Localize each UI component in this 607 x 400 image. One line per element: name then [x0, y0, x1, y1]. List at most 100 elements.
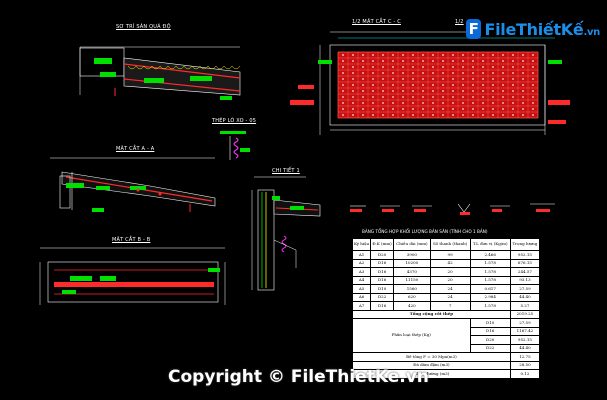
table-header-cell: Chiều dài (mm) — [393, 238, 431, 251]
table-cell: 244.57 — [509, 267, 541, 277]
grid-node — [532, 96, 534, 98]
grid-node — [352, 114, 354, 116]
grid-node — [432, 60, 434, 62]
table-extra-row: Bê tông F = 30 Mpa(m3)12.75 — [352, 352, 541, 362]
table-extra-label: Bê tông F = 30 Mpa(m3) — [352, 352, 511, 362]
grid-node — [532, 66, 534, 68]
grid-node — [422, 108, 424, 110]
table-cell: A6 — [351, 292, 372, 302]
grid-node — [362, 102, 364, 104]
grid-node — [422, 90, 424, 92]
grid-node — [432, 96, 434, 98]
table-cell: 3900 — [393, 250, 431, 260]
table-cell: A1 — [351, 250, 372, 260]
grid-node — [512, 96, 514, 98]
grid-node — [432, 102, 434, 104]
grid-node — [452, 60, 454, 62]
grid-node — [482, 108, 484, 110]
table-cell: 4370 — [393, 267, 431, 277]
grid-node — [492, 78, 494, 80]
table-cell: A5 — [351, 284, 372, 294]
grid-node — [412, 90, 414, 92]
grid-node — [352, 102, 354, 104]
grid-node — [382, 108, 384, 110]
grid-node — [382, 66, 384, 68]
grid-node — [392, 78, 394, 80]
grid-node — [362, 60, 364, 62]
grid-node — [442, 90, 444, 92]
grid-node — [412, 114, 414, 116]
grid-node — [502, 90, 504, 92]
grid-node — [482, 78, 484, 80]
grid-node — [502, 102, 504, 104]
grid-node — [502, 72, 504, 74]
table-cell: 20 — [429, 275, 471, 285]
grid-node — [372, 108, 374, 110]
grid-node — [382, 78, 384, 80]
table-extra-row: Nhựa đường (m3)0.12 — [352, 369, 541, 379]
grid-node — [522, 54, 524, 56]
table-classify-weight: 44.40 — [509, 343, 541, 353]
grid-node — [522, 96, 524, 98]
table-cell: 2.984 — [469, 292, 511, 302]
grid-node — [362, 90, 364, 92]
grid-node — [522, 60, 524, 62]
table-extra-value: 28.50 — [509, 360, 541, 370]
grid-node — [512, 90, 514, 92]
grid-node — [402, 54, 404, 56]
grid-node — [382, 84, 384, 86]
grid-node — [412, 54, 414, 56]
grid-node — [422, 102, 424, 104]
grid-node — [412, 102, 414, 104]
grid-node — [432, 78, 434, 80]
grid-node — [512, 102, 514, 104]
table-title: BẢNG TỔNG HỢP KHỐI LƯỢNG BẢN SÀN (TÍNH C… — [362, 229, 488, 234]
grid-node — [402, 114, 404, 116]
grid-node — [392, 60, 394, 62]
grid-node — [442, 60, 444, 62]
table-cell: 99 — [429, 250, 471, 260]
detail-thep-lo-xo — [220, 131, 250, 160]
grid-node — [482, 72, 484, 74]
title-mat-cat-cc-right: 1/2 — [455, 19, 464, 25]
grid-node — [422, 96, 424, 98]
grid-node — [462, 90, 464, 92]
grid-node — [362, 96, 364, 98]
grid-node — [342, 66, 344, 68]
grid-node — [402, 60, 404, 62]
grid-node — [452, 114, 454, 116]
grid-node — [482, 102, 484, 104]
copyright-watermark: Copyright © FileThietKe.vn — [168, 367, 429, 387]
grid-node — [522, 66, 524, 68]
grid-node — [372, 84, 374, 86]
grid-node — [362, 54, 364, 56]
table-cell: A4 — [351, 275, 372, 285]
grid-node — [392, 96, 394, 98]
grid-node — [442, 114, 444, 116]
table-cell: D20 — [370, 250, 395, 260]
grid-node — [532, 60, 534, 62]
grid-node — [342, 114, 344, 116]
grid-node — [492, 90, 494, 92]
grid-node — [412, 72, 414, 74]
grid-node — [512, 108, 514, 110]
grid-node — [352, 54, 354, 56]
grid-node — [482, 84, 484, 86]
table-cell: A3 — [351, 267, 372, 277]
table-total-value: 2019.25 — [509, 309, 541, 319]
grid-node — [532, 108, 534, 110]
table-cell: D16 — [370, 267, 395, 277]
grid-node — [422, 60, 424, 62]
grid-node — [402, 72, 404, 74]
grid-node — [402, 84, 404, 86]
title-mat-cat-aa: MẶT CẮT A - A — [116, 146, 155, 152]
detail-bar-markers — [350, 203, 555, 215]
table-cell: 0.617 — [469, 284, 511, 294]
grid-node — [432, 108, 434, 110]
table-cell: 5.27 — [509, 301, 541, 311]
grid-node — [372, 60, 374, 62]
